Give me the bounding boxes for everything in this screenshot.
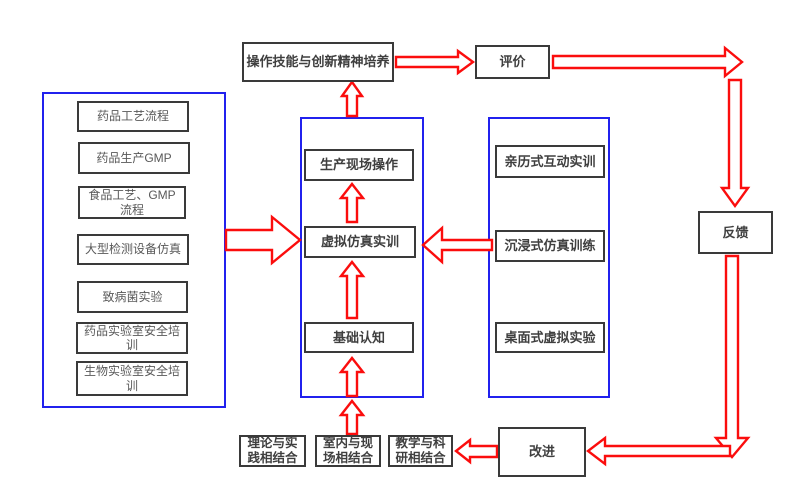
arrow-goal-to-evaluate (394, 48, 476, 76)
arrow-indoor-field-to-center-panel (338, 399, 366, 436)
box-teaching-research: 教学与科 研相结合 (388, 435, 453, 467)
improve-box: 改进 (498, 427, 586, 477)
feedback-box: 反馈 (698, 211, 773, 254)
evaluate-box: 评价 (475, 45, 550, 79)
box-drug-lab-safety: 药品实验室安全培 训 (76, 322, 188, 354)
box-drug-process: 药品工艺流程 (77, 101, 189, 132)
box-immersive-training: 沉浸式仿真训练 (495, 230, 605, 262)
box-indoor-field: 室内与现 场相结合 (315, 435, 381, 467)
arrow-down-to-feedback (719, 78, 751, 209)
goal-box: 操作技能与创新精神培养 (242, 42, 394, 82)
arrow-feedback-down (713, 254, 751, 459)
box-drug-production-gmp: 药品生产GMP (78, 142, 190, 174)
box-interactive-training: 亲历式互动实训 (495, 145, 605, 178)
right-panel (488, 117, 610, 398)
box-basic-cognition: 基础认知 (304, 322, 414, 353)
box-pathogen-experiment: 致病菌实验 (77, 281, 188, 313)
arrow-evaluate-to-corner (551, 45, 744, 79)
arrow-panel-bottom-to-basic-cognition (338, 356, 366, 398)
box-desktop-virtual-experiment: 桌面式虚拟实验 (495, 322, 605, 353)
arrow-center-panel-to-goal (339, 79, 365, 118)
box-large-equipment-simulation: 大型检测设备仿真 (77, 234, 189, 265)
box-food-process-gmp: 食品工艺、GMP 流程 (78, 186, 186, 219)
box-virtual-simulation-training: 虚拟仿真实训 (304, 226, 416, 258)
center-panel (300, 117, 424, 398)
box-bio-lab-safety: 生物实验室安全培 训 (76, 361, 188, 396)
arrow-right-panel-to-virtual-training (421, 225, 494, 265)
arrow-left-to-improve (586, 435, 732, 467)
arrow-improve-to-teaching-research (454, 437, 499, 465)
arrow-left-panel-to-virtual-training (224, 214, 302, 266)
box-theory-practice: 理论与实 践相结合 (239, 435, 306, 467)
arrow-basic-cognition-to-virtual-training (338, 260, 366, 320)
arrow-virtual-training-to-site-operation (338, 182, 366, 224)
box-site-operation: 生产现场操作 (304, 149, 414, 181)
